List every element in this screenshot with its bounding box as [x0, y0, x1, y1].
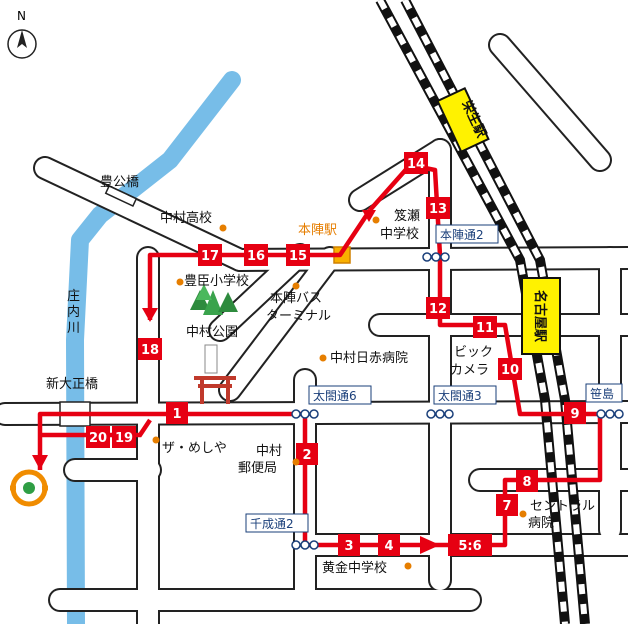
route-stop-14-label: 14 [407, 157, 425, 172]
taikou-dori-6-label: 太閤通6 [313, 388, 357, 403]
route-stop-10-label: 10 [501, 363, 519, 378]
route-stop-11 [473, 316, 497, 338]
destination-marker [10, 469, 48, 507]
route-stop-13 [426, 197, 450, 219]
route-stop-9-label: 9 [570, 407, 579, 422]
route-stop-2 [296, 443, 318, 465]
route-stop-4 [378, 534, 400, 556]
honjin-dori-2-label: 本陣通2 [440, 228, 484, 242]
nakamura-red-cross-label: 中村日赤病院 [330, 351, 408, 366]
place-dots [152, 216, 527, 570]
central-hospital-label-2: 病院 [528, 516, 554, 531]
arrow-down-end [32, 455, 48, 470]
route-stop-9 [564, 402, 586, 424]
route-stop-18-label: 18 [141, 343, 159, 358]
shonai-river-label-1: 庄 [67, 288, 80, 304]
route-stop-12-label: 12 [429, 302, 447, 317]
route-stop-4-label: 4 [384, 539, 393, 554]
route-stop-15-label: 15 [289, 249, 307, 264]
arrow-down-14 [362, 210, 376, 222]
za-meshiya-label: ザ・めしや [162, 441, 227, 456]
route-stop-17 [198, 244, 222, 266]
toyotomi-elementary-label: 豊臣小学校 [184, 273, 249, 289]
route-stop-14 [404, 152, 428, 174]
honjin-bus-terminal-label-1: 本陣バス [270, 291, 322, 306]
torii-icon [194, 376, 236, 404]
route-stop-1 [166, 402, 188, 424]
route-stop-7-label: 7 [502, 499, 511, 514]
shonai-river-label-2: 内 [67, 304, 80, 320]
bic-camera-label-1: ビック [454, 345, 493, 360]
bic-camera-label-2: カメラ [450, 363, 489, 378]
route-stop-16-label: 16 [247, 249, 265, 264]
route-stop-3-label: 3 [344, 539, 353, 554]
koganei-jhs-label: 黄金中学校 [322, 560, 387, 576]
nakamura-high-school-label: 中村高校 [160, 210, 212, 226]
route-stop-20 [86, 426, 110, 448]
route-stop-13-label: 13 [429, 202, 447, 217]
route-stop-5-6-label: 5:6 [458, 539, 481, 554]
route-stop-18 [138, 338, 162, 360]
route-stop-12 [426, 297, 450, 319]
route-stop-15 [286, 244, 310, 266]
nakamura-post-label-2: 郵便局 [238, 461, 277, 476]
kusase-jhs-label-2: 中学校 [380, 226, 419, 242]
honjin-station-label: 本陣駅 [298, 223, 337, 238]
shonai-river-label-3: 川 [67, 321, 80, 336]
route-line-segment-20-19 [40, 418, 152, 438]
arrow-down-18 [142, 308, 158, 322]
taikou-dori-3-label: 太閤通3 [438, 388, 482, 403]
route-stop-11-label: 11 [476, 321, 494, 336]
route-stop-8-label: 8 [522, 475, 531, 490]
route-stop-1-label: 1 [172, 407, 181, 422]
shonai-river [66, 71, 241, 624]
route-stop-17-label: 17 [201, 249, 219, 264]
central-hospital-label-1: セントラル [530, 499, 595, 514]
toyokou-bridge-label: 豊公橋 [100, 175, 139, 190]
compass-icon: N [7, 9, 37, 59]
bus-stop-signals [291, 252, 624, 550]
route-stop-5-6 [448, 534, 492, 556]
route-stop-19 [112, 426, 136, 448]
honjin-bus-terminal-label-2: ターミナル [266, 309, 331, 324]
compass-n-label: N [17, 9, 26, 23]
route-stop-2-label: 2 [302, 448, 311, 463]
nakamura-park-label: 中村公園 [186, 325, 238, 340]
route-stop-markers: 1 2 3 4 5:6 7 8 9 10 11 12 13 14 15 16 1… [86, 152, 586, 556]
kusase-jhs-label-1: 笈瀬 [394, 208, 420, 224]
nagoya-station-label: 名古屋駅 [532, 290, 548, 343]
route-stop-10 [498, 358, 522, 380]
sasashima-label: 笹島 [590, 386, 614, 401]
route-stop-3 [338, 534, 360, 556]
route-stop-20-label: 20 [89, 431, 107, 446]
route-stop-7 [496, 494, 518, 516]
sennari-dori-2-label: 千成通2 [250, 517, 294, 531]
toyokou-bridge [104, 185, 138, 207]
nakamura-post-label-1: 中村 [256, 444, 282, 459]
haibara-station-box [436, 86, 490, 154]
arrow-right-3-4 [420, 536, 440, 554]
nagoya-station-box [521, 277, 561, 355]
route-stop-19-label: 19 [115, 431, 133, 446]
route-stop-16 [244, 244, 268, 266]
shin-taisho-bridge-label: 新大正橋 [46, 376, 98, 392]
nakamura-park [190, 284, 238, 374]
route-stop-8 [516, 470, 538, 492]
